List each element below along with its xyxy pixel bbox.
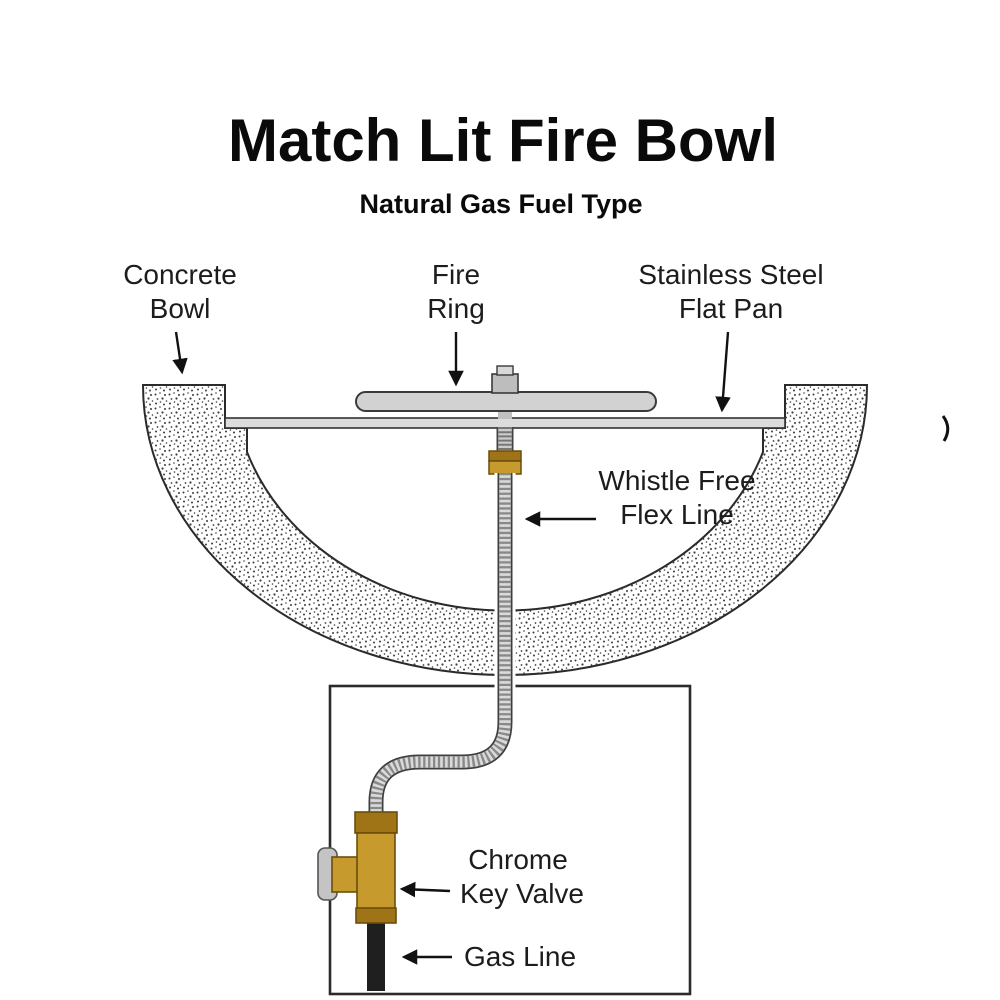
brass-adapter-top [488, 450, 522, 462]
fire-ring [355, 391, 657, 412]
brass-adapter [488, 450, 522, 475]
arrow-flat-pan [715, 331, 731, 413]
callouts: Concrete Bowl Fire Ring Stainless Steel … [123, 259, 823, 972]
valve-top-coupling [354, 811, 398, 834]
center-bolt-cap [496, 365, 514, 376]
concrete-bowl [141, 384, 869, 676]
page-subtitle: Natural Gas Fuel Type [359, 189, 642, 219]
flat-pan [224, 417, 786, 429]
center-bolt [491, 373, 519, 394]
arrow-concrete-bowl [172, 331, 188, 375]
brass-adapter-bottom [488, 460, 522, 475]
valve-body [356, 832, 396, 912]
label-gas-line: Gas Line [464, 941, 576, 972]
bowl-stipple-texture [143, 385, 867, 675]
label-key-valve-line1: Chrome [468, 844, 568, 875]
label-flex-line-line2: Flex Line [620, 499, 734, 530]
label-flat-pan-line2: Flat Pan [679, 293, 783, 324]
ring-stem [498, 410, 512, 419]
flex-line [365, 473, 516, 818]
stray-mark [941, 415, 950, 442]
label-flex-line-line1: Whistle Free [598, 465, 755, 496]
page-title: Match Lit Fire Bowl [228, 107, 778, 174]
label-concrete-bowl-line2: Bowl [150, 293, 211, 324]
arrow-key-valve [399, 881, 451, 898]
chrome-key-valve [317, 811, 398, 924]
fire-ring-assembly [355, 365, 657, 419]
label-fire-ring-line2: Ring [427, 293, 485, 324]
label-flat-pan-line1: Stainless Steel [638, 259, 823, 290]
label-key-valve-line2: Key Valve [460, 878, 584, 909]
label-concrete-bowl-line1: Concrete [123, 259, 237, 290]
valve-bottom-coupling [355, 907, 397, 924]
label-fire-ring-line1: Fire [432, 259, 480, 290]
